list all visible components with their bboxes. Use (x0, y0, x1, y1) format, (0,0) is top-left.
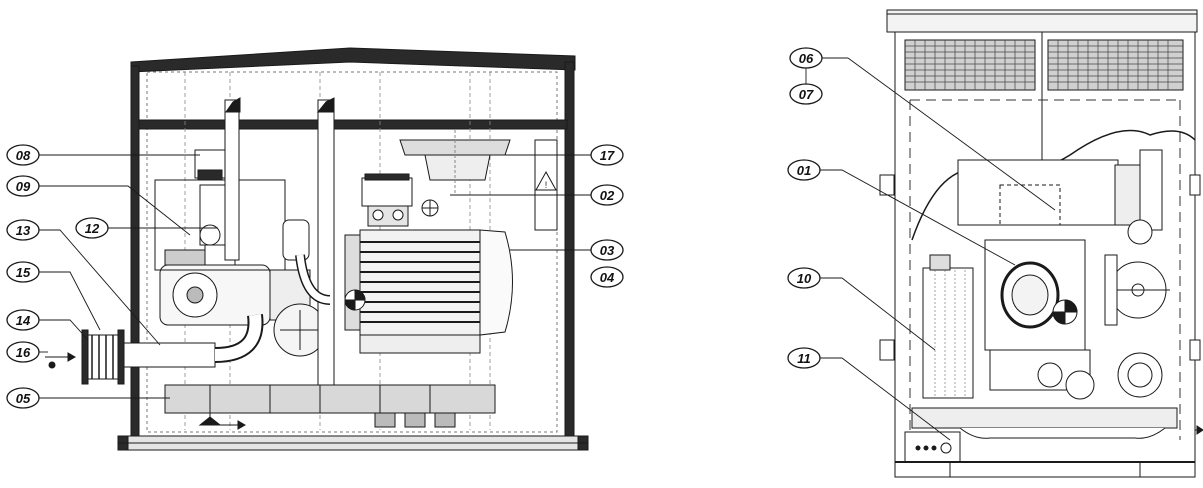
callout-11: 11 (787, 347, 821, 369)
svg-text:!: ! (545, 180, 548, 190)
base-skid (164, 384, 496, 414)
callout-17-label: 17 (600, 148, 615, 163)
callout-leaders (37, 57, 1056, 441)
callout-08-label: 08 (16, 148, 31, 163)
inlet-pipe (81, 314, 264, 385)
warning-triangle-icon: ! (534, 139, 558, 231)
enclosure-roof (130, 47, 576, 73)
callout-01-label: 01 (797, 163, 811, 178)
callout-13-label: 13 (16, 223, 31, 238)
end-view (879, 9, 1203, 478)
callout-06: 06 (789, 47, 823, 69)
callout-11-label: 11 (797, 351, 811, 366)
airend (984, 239, 1095, 400)
axis-arrows (198, 395, 247, 430)
callout-03: 03 (590, 239, 624, 261)
callout-05-label: 05 (16, 391, 31, 406)
callout-05: 05 (6, 387, 40, 409)
callout-14-label: 14 (16, 313, 31, 328)
ventilation-louvres (904, 39, 1184, 91)
callout-07-label: 07 (799, 87, 814, 102)
callout-13: 13 (6, 219, 40, 241)
callout-04-label: 04 (600, 270, 615, 285)
callout-14: 14 (6, 309, 40, 331)
discharge-pipes (224, 97, 335, 386)
cooling-fan (399, 130, 511, 195)
callout-15-label: 15 (16, 265, 31, 280)
end-base (895, 407, 1203, 478)
callout-08: 08 (6, 144, 40, 166)
drive-pulley (1104, 219, 1170, 398)
callout-16-label: 16 (16, 345, 31, 360)
callout-12: 12 (75, 217, 109, 239)
callout-02-label: 02 (600, 188, 615, 203)
callout-03-label: 03 (600, 243, 615, 258)
vibration-mounts (374, 412, 456, 428)
callout-09-label: 09 (16, 179, 31, 194)
callout-06-label: 06 (799, 51, 814, 66)
callout-09: 09 (6, 175, 40, 197)
callout-04: 04 (590, 266, 624, 288)
callouts: 08 09 13 15 14 16 05 12 (6, 47, 823, 409)
callout-15: 15 (6, 261, 40, 283)
enclosure-inner-frame (146, 71, 558, 433)
callout-12-label: 12 (85, 221, 100, 236)
cutaway-edge (911, 129, 1196, 241)
enclosure-crossbeam (138, 119, 568, 130)
callout-01: 01 (787, 159, 821, 181)
side-view: ! (45, 47, 589, 451)
callout-02: 02 (590, 184, 624, 206)
callout-16: 16 (6, 341, 40, 363)
enclosure-post-left (130, 65, 140, 439)
control-box (957, 149, 1163, 231)
callout-07: 07 (789, 83, 823, 105)
terminal-box (361, 173, 439, 227)
callout-10-label: 10 (797, 271, 812, 286)
end-roof (886, 9, 1198, 33)
flow-arrow-icon (45, 352, 77, 369)
callout-17: 17 (590, 144, 624, 166)
callout-10: 10 (787, 267, 821, 289)
oil-cooler (922, 254, 974, 399)
electric-motor (344, 229, 513, 354)
